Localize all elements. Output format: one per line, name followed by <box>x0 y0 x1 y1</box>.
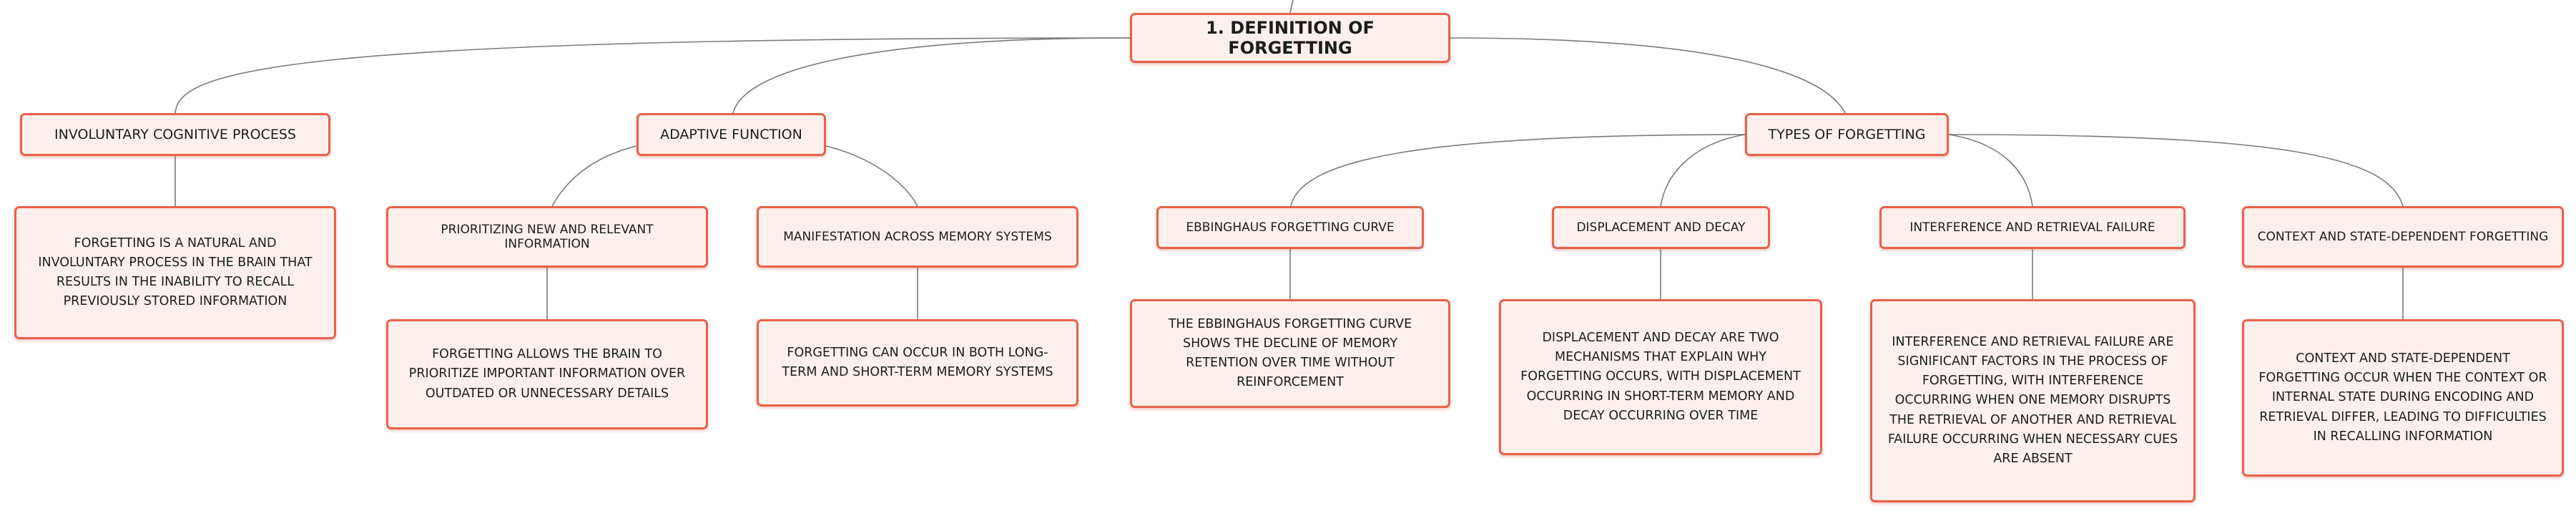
link-adaptive-prioritizing <box>551 145 637 207</box>
node-types-of-forgetting[interactable]: TYPES OF FORGETTING <box>1745 113 1949 156</box>
link-types-ebbinghaus <box>1290 134 1746 207</box>
detail-involuntary-cognitive-process[interactable]: FORGETTING IS A NATURAL AND INVOLUNTARY … <box>14 206 336 339</box>
node-involuntary-cognitive-process[interactable]: INVOLUNTARY COGNITIVE PROCESS <box>20 113 330 156</box>
node-adaptive-function[interactable]: ADAPTIVE FUNCTION <box>636 113 826 156</box>
link-adaptive-manifestation <box>825 145 918 207</box>
link-types-context <box>1948 134 2404 207</box>
link-root-types <box>1450 37 1846 114</box>
link-types-interference <box>1948 134 2033 207</box>
link-types-displacement <box>1660 134 1746 207</box>
node-prioritizing-new-relevant-information[interactable]: PRIORITIZING NEW AND RELEVANT INFORMATIO… <box>386 206 708 268</box>
detail-manifestation-across-memory-systems[interactable]: FORGETTING CAN OCCUR IN BOTH LONG-TERM A… <box>757 319 1078 407</box>
node-displacement-and-decay[interactable]: DISPLACEMENT AND DECAY <box>1552 206 1770 249</box>
detail-interference-and-retrieval-failure[interactable]: INTERFERENCE AND RETRIEVAL FAILURE ARE S… <box>1870 299 2196 502</box>
detail-context-and-state-dependent-forgetting[interactable]: CONTEXT AND STATE-DEPENDENT FORGETTING O… <box>2242 319 2564 477</box>
link-root-adaptive <box>732 37 1131 114</box>
root-node[interactable]: 1. DEFINITION OF FORGETTING <box>1130 13 1450 63</box>
detail-prioritizing-new-relevant-information[interactable]: FORGETTING ALLOWS THE BRAIN TO PRIORITIZ… <box>386 319 708 429</box>
node-interference-and-retrieval-failure[interactable]: INTERFERENCE AND RETRIEVAL FAILURE <box>1879 206 2186 249</box>
link-root-parent <box>1289 0 1294 14</box>
link-root-involuntary <box>174 37 1131 114</box>
node-ebbinghaus-forgetting-curve[interactable]: EBBINGHAUS FORGETTING CURVE <box>1156 206 1424 249</box>
detail-displacement-and-decay[interactable]: DISPLACEMENT AND DECAY ARE TWO MECHANISM… <box>1499 299 1822 455</box>
detail-ebbinghaus-forgetting-curve[interactable]: THE EBBINGHAUS FORGETTING CURVE SHOWS TH… <box>1130 299 1450 408</box>
node-context-and-state-dependent-forgetting[interactable]: CONTEXT AND STATE-DEPENDENT FORGETTING <box>2242 206 2564 268</box>
node-manifestation-across-memory-systems[interactable]: MANIFESTATION ACROSS MEMORY SYSTEMS <box>757 206 1078 268</box>
